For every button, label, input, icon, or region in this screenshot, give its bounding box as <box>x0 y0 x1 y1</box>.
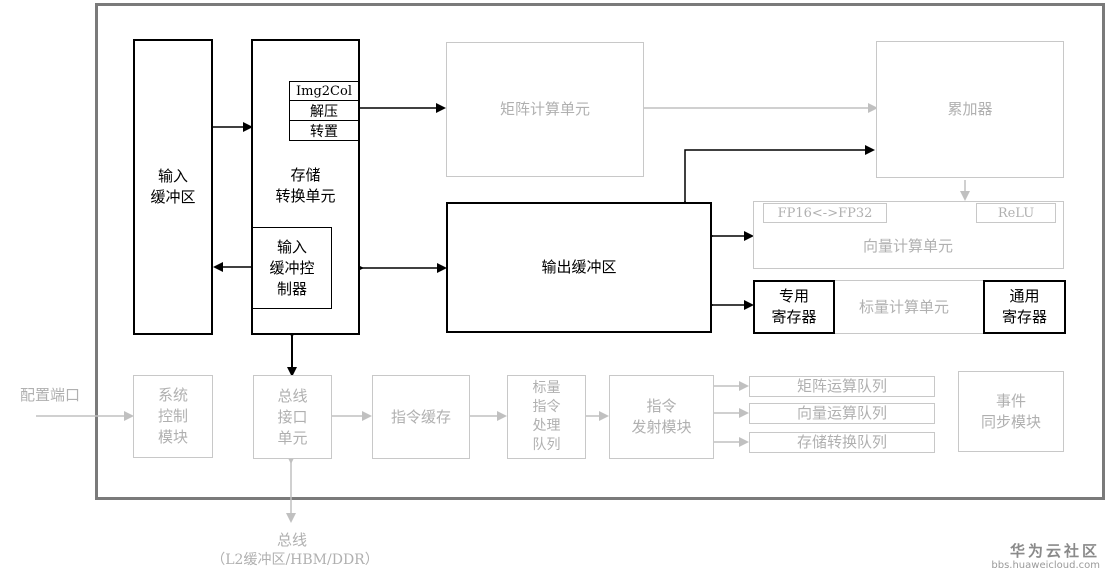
accumulator-label: 累加器 <box>947 100 993 118</box>
matrix-compute-label: 矩阵计算单元 <box>499 100 590 118</box>
bus-detail-label: （L2缓冲区/HBM/DDR） <box>211 552 379 568</box>
accumulator: 累加器 <box>876 41 1064 178</box>
config-port-label: 配置端口 <box>20 386 81 404</box>
scalar-instruction-queue: 标量 指令 处理 队列 <box>507 375 586 459</box>
storage-conversion-queue: 存储转换队列 <box>749 432 935 453</box>
relu-block: ReLU <box>976 203 1056 223</box>
arrow-outbuf-accumulator <box>680 145 875 210</box>
bus-label: 总线 <box>276 531 307 549</box>
vector-compute-label: 向量计算单元 <box>862 237 953 255</box>
matrix-op-queue-label: 矩阵运算队列 <box>796 377 887 395</box>
bus-interface-label: 总线 接口 单元 <box>277 386 308 447</box>
event-sync-label: 事件 同步模块 <box>980 391 1041 431</box>
bus-interface-unit: 总线 接口 单元 <box>253 375 332 459</box>
special-register-label: 专用 寄存器 <box>771 287 817 326</box>
instruction-dispatch-module: 指令 发射模块 <box>609 375 714 459</box>
matrix-op-queue: 矩阵运算队列 <box>749 376 935 397</box>
storage-conversion-label: 存储 转换单元 <box>275 166 336 205</box>
input-buffer-label: 输入 缓冲区 <box>150 167 196 206</box>
matrix-compute-unit: 矩阵计算单元 <box>446 42 644 177</box>
instruction-cache-label: 指令缓存 <box>390 407 451 426</box>
core-frame <box>95 3 1105 500</box>
storage-conversion-queue-label: 存储转换队列 <box>796 433 887 451</box>
system-control-module: 系统 控制 模块 <box>133 375 213 458</box>
input-buffer: 输入 缓冲区 <box>133 39 213 335</box>
transpose-label: 转置 <box>310 123 338 140</box>
img2col-label: Img2Col <box>296 83 352 99</box>
vector-op-queue: 向量运算队列 <box>749 403 935 424</box>
input-buffer-controller-label: 输入 缓冲控 制器 <box>269 237 315 298</box>
scalar-compute-label: 标量计算单元 <box>858 298 949 316</box>
img2col-block: Img2Col <box>289 81 359 101</box>
output-buffer-label: 输出缓冲区 <box>541 258 617 276</box>
instruction-cache: 指令缓存 <box>372 375 470 459</box>
input-buffer-controller: 输入 缓冲控 制器 <box>252 227 332 309</box>
vector-compute-unit: FP16<->FP32 ReLU 向量计算单元 <box>753 201 1064 269</box>
general-register-label: 通用 寄存器 <box>1001 287 1047 326</box>
decompress-block: 解压 <box>289 100 359 121</box>
watermark-brand: 华为云社区 <box>1009 542 1100 560</box>
relu-label: ReLU <box>997 205 1035 221</box>
instruction-dispatch-label: 指令 发射模块 <box>631 397 692 436</box>
output-buffer: 输出缓冲区 <box>446 202 712 333</box>
system-control-label: 系统 控制 模块 <box>157 386 188 446</box>
fp-convert-label: FP16<->FP32 <box>777 205 873 221</box>
general-register: 通用 寄存器 <box>983 280 1066 334</box>
special-register: 专用 寄存器 <box>753 280 835 334</box>
scalar-instruction-queue-label: 标量 指令 处理 队列 <box>532 380 561 453</box>
watermark-url: bbs.huaweicloud.com <box>991 560 1100 571</box>
fp-convert-block: FP16<->FP32 <box>763 203 887 223</box>
decompress-label: 解压 <box>310 103 338 120</box>
event-sync-module: 事件 同步模块 <box>958 371 1064 452</box>
vector-op-queue-label: 向量运算队列 <box>796 404 887 422</box>
transpose-block: 转置 <box>289 120 359 141</box>
